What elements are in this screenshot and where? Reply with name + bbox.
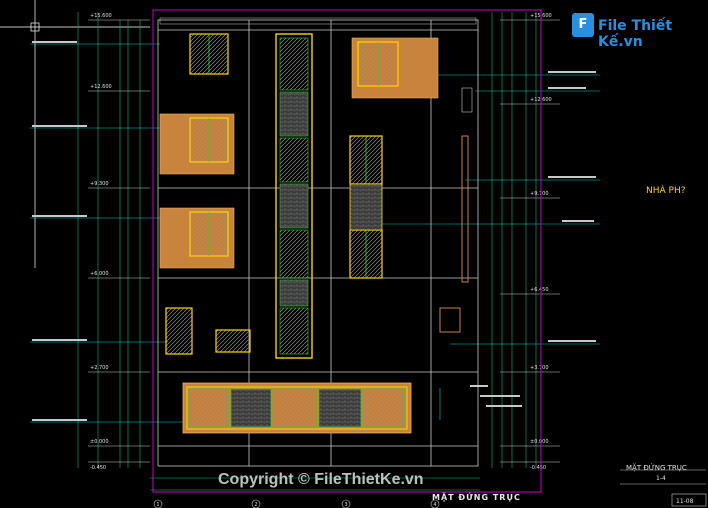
axis-label-1: 1 — [156, 502, 159, 508]
axis-labels: 1 2 3 4 — [156, 502, 436, 508]
central-window-strip — [275, 33, 313, 359]
brand-logo-text: File Thiết Kế.vn — [598, 18, 673, 50]
level-right-4: +6.450 — [530, 287, 549, 293]
level-right-5: +3.700 — [530, 365, 549, 371]
axis-label-2: 2 — [254, 502, 257, 508]
level-lines-left — [88, 19, 150, 463]
level-left-5: +2.700 — [90, 365, 109, 371]
crosshair-cursor — [0, 0, 150, 268]
window-mullions — [208, 34, 379, 278]
title-block-frame — [620, 469, 707, 507]
ground-window-band — [182, 382, 412, 434]
roof-parapet — [159, 17, 477, 25]
axis-markers — [153, 499, 440, 508]
level-left-2: +12.600 — [90, 84, 112, 90]
level-labels-left: +15.600 +12.600 +9.300 +6.000 +2.700 ±0.… — [90, 13, 112, 471]
title-block-title: MẶT ĐỨNG TRỤC — [626, 464, 687, 472]
title-block-sheet: 11-08 — [676, 498, 694, 505]
copyright-watermark: Copyright © FileThietKe.vn — [218, 471, 424, 488]
level-left-3: +9.300 — [90, 181, 109, 187]
level-right-3: +9.700 — [530, 191, 549, 197]
axis-label-4: 4 — [433, 502, 436, 508]
brand-logo-icon: F — [572, 13, 594, 37]
stair-railing — [461, 87, 473, 113]
brick-infill-right — [349, 183, 383, 231]
annotation-leaders-right — [370, 74, 600, 420]
drawing-frame — [152, 9, 542, 493]
level-left-6: ±0.000 — [90, 439, 109, 445]
level-left-4: +6.000 — [90, 271, 109, 277]
level-left-1: +15.600 — [90, 13, 112, 19]
drawing-caption: MẶT ĐỨNG TRỤC — [432, 493, 521, 502]
annotation-texts-left — [32, 41, 87, 421]
right-dimension-lines — [491, 12, 537, 468]
level-right-7: -0.450 — [530, 465, 546, 471]
bottom-dimension-lines — [150, 477, 480, 491]
annotation-leaders-left — [30, 43, 185, 423]
side-note-label: NHÀ PH? — [646, 186, 686, 196]
level-lines-right — [500, 19, 560, 463]
title-block-scale: 1-4 — [656, 475, 666, 482]
level-right-6: ±0.000 — [530, 439, 549, 445]
axis-label-3: 3 — [344, 502, 347, 508]
annotation-texts-right — [470, 71, 596, 407]
level-left-7: -0.450 — [90, 465, 106, 471]
right-side-elements — [439, 135, 469, 333]
left-dimension-lines — [77, 12, 141, 468]
